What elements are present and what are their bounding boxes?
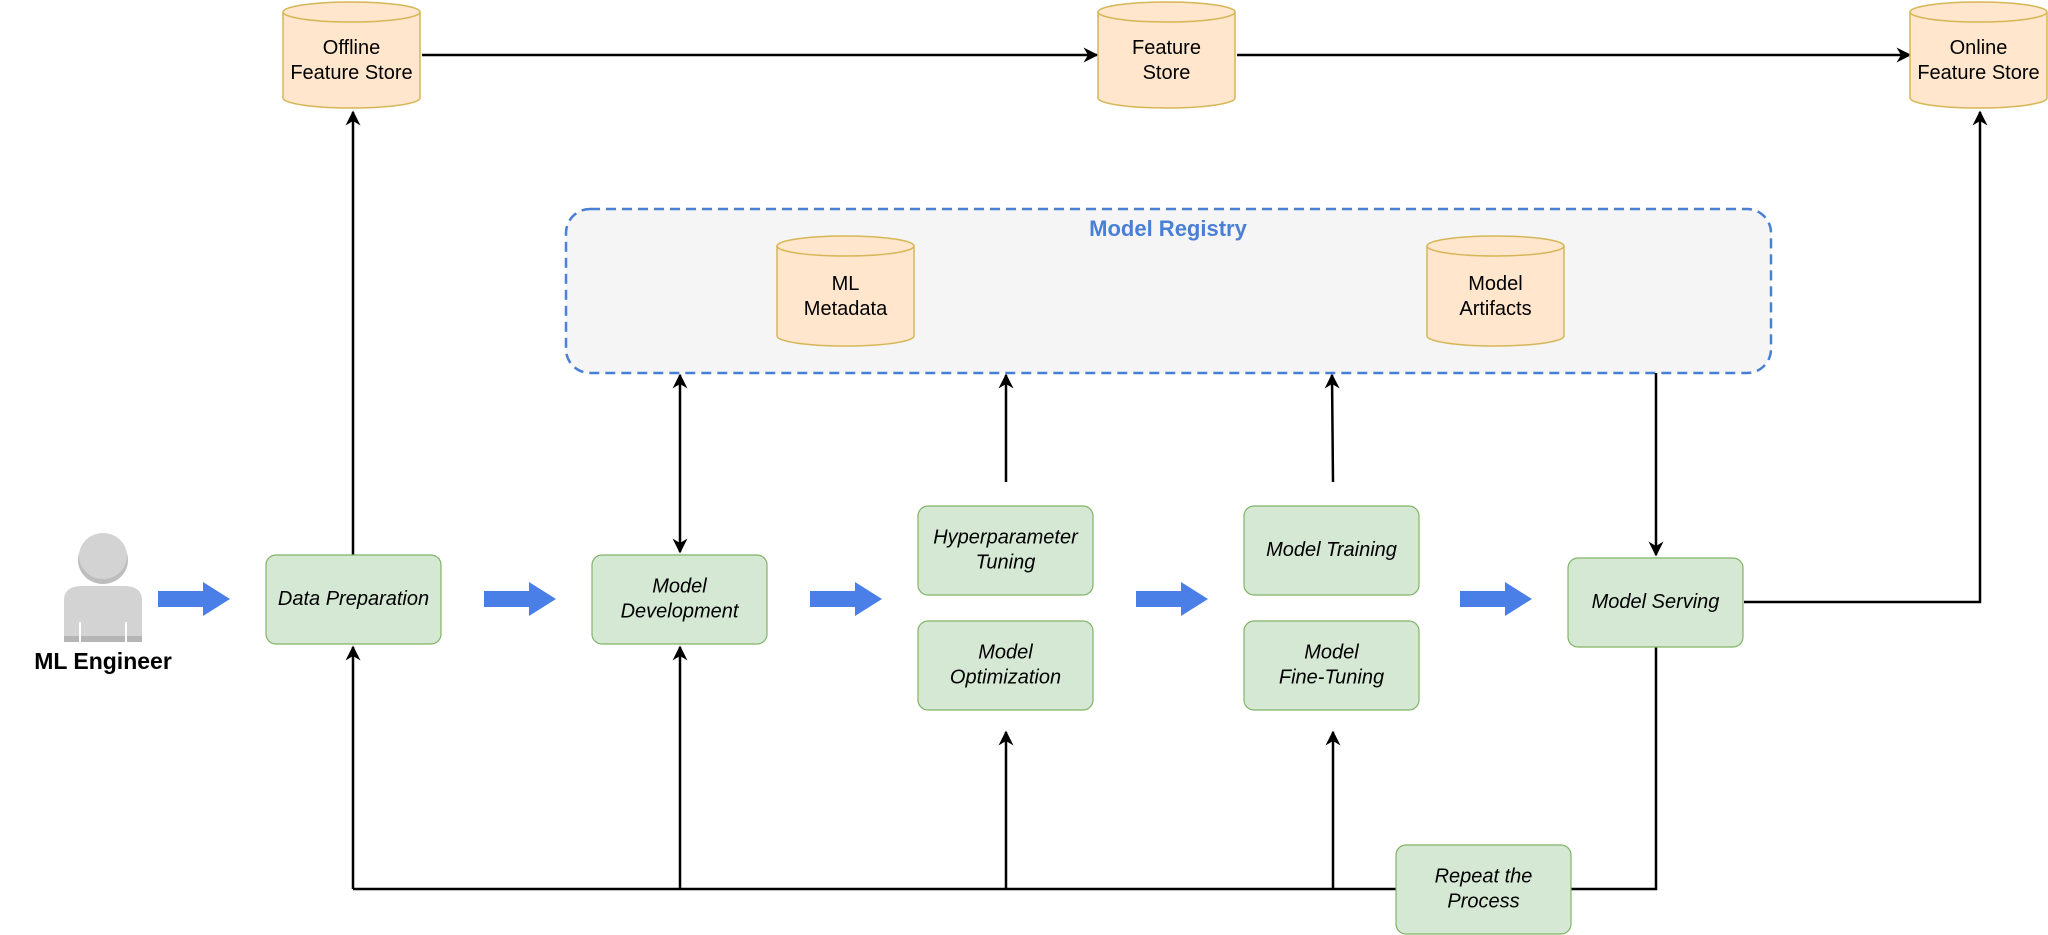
cylinder-body bbox=[282, 12, 421, 109]
process-box-shape bbox=[1243, 505, 1420, 596]
online-feature-store-label-line: Online bbox=[1950, 37, 2008, 59]
cylinder-body bbox=[1097, 12, 1236, 109]
ml-metadata-store-label-line: ML bbox=[832, 273, 860, 295]
user-icon bbox=[64, 533, 142, 642]
online-feature-store-label-line: Feature Store bbox=[1917, 62, 2039, 84]
model-training-box[interactable]: Model Training bbox=[1243, 505, 1420, 596]
flow-arrows bbox=[158, 582, 1532, 616]
data-preparation-box[interactable]: Data Preparation bbox=[265, 554, 442, 645]
cylinder-body bbox=[1909, 12, 2048, 109]
feature-store-label-line: Store bbox=[1143, 62, 1191, 84]
offline-feature-store-label-line: Feature Store bbox=[290, 62, 412, 84]
ml-metadata-store[interactable]: ML Metadata bbox=[776, 235, 915, 347]
process-box-shape bbox=[1395, 844, 1572, 935]
flow-arrow-data-prep-to-model-dev bbox=[484, 582, 556, 616]
process-box-shape bbox=[1243, 620, 1420, 711]
cylinder-top bbox=[1097, 1, 1236, 23]
model-fine-tuning-box-label-line: Model bbox=[1304, 641, 1359, 663]
cylinder-top bbox=[1909, 1, 2048, 23]
cylinder-body bbox=[1426, 246, 1565, 347]
model-artifacts-store-label-line: Model bbox=[1468, 273, 1522, 295]
process-box-shape bbox=[591, 554, 768, 645]
process-box-shape bbox=[917, 505, 1094, 596]
model-registry-title: Model Registry bbox=[1089, 216, 1247, 241]
model-registry-group: Model Registry bbox=[564, 207, 1773, 375]
flow-arrow-tuning-to-training bbox=[1136, 582, 1208, 616]
model-artifacts-store-label-line: Artifacts bbox=[1459, 298, 1531, 320]
hyperparameter-tuning-box-label-line: Hyperparameter bbox=[933, 526, 1079, 548]
ml-engineer-label: ML Engineer bbox=[34, 648, 172, 674]
flow-arrow-training-to-serving bbox=[1460, 582, 1532, 616]
cylinder-body bbox=[776, 246, 915, 347]
feature-store-label-line: Feature bbox=[1132, 37, 1201, 59]
model-fine-tuning-box-label-line: Fine-Tuning bbox=[1279, 666, 1384, 688]
model-optimization-box-label-line: Optimization bbox=[950, 666, 1061, 688]
flow-arrow-engineer-to-data-prep bbox=[158, 582, 230, 616]
model-optimization-box-label-line: Model bbox=[978, 641, 1033, 663]
ml-metadata-store-label-line: Metadata bbox=[804, 298, 888, 320]
cylinder-top bbox=[1426, 235, 1565, 257]
ml-engineer-actor: ML Engineer bbox=[34, 533, 172, 674]
model-serving-box-label-line: Model Serving bbox=[1592, 591, 1720, 613]
hyperparameter-tuning-box-label-line: Tuning bbox=[976, 551, 1036, 573]
process-box-shape bbox=[1567, 557, 1744, 648]
connectors bbox=[345, 47, 1988, 891]
model-serving-box[interactable]: Model Serving bbox=[1567, 557, 1744, 648]
cylinder-top bbox=[282, 1, 421, 23]
connector-serving-to-online bbox=[1744, 110, 1988, 604]
model-development-box-label-line: Model bbox=[652, 575, 707, 597]
data-preparation-box-label-line: Data Preparation bbox=[278, 588, 429, 610]
repeat-process-box-label-line: Process bbox=[1447, 890, 1519, 912]
process-box-shape bbox=[265, 554, 442, 645]
process-box-shape bbox=[917, 620, 1094, 711]
model-development-box-label-line: Development bbox=[621, 600, 740, 622]
cylinder-top bbox=[776, 235, 915, 257]
model-training-box-label-line: Model Training bbox=[1266, 539, 1397, 561]
offline-feature-store-label-line: Offline bbox=[323, 37, 380, 59]
flow-arrow-model-dev-to-tuning bbox=[810, 582, 882, 616]
connector-training-to-registry bbox=[1324, 373, 1340, 483]
repeat-process-box-label-line: Repeat the bbox=[1435, 865, 1533, 887]
